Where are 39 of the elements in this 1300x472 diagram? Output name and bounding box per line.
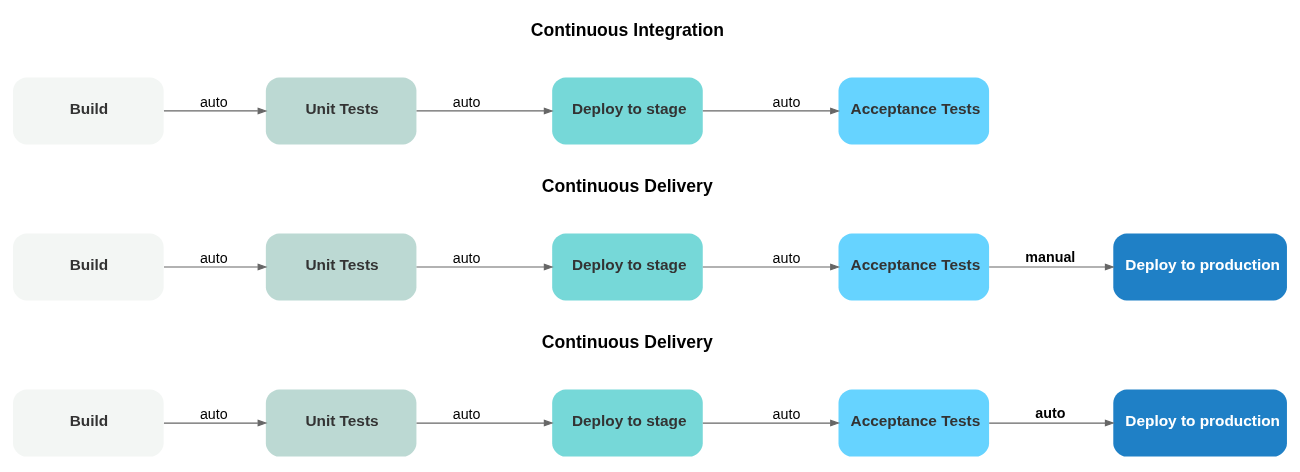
node-box: Build bbox=[13, 76, 164, 144]
node-box: Build bbox=[13, 389, 164, 457]
node-box: Unit Tests bbox=[265, 389, 417, 457]
edge-label: auto bbox=[1035, 404, 1066, 421]
arrow bbox=[163, 106, 268, 114]
arrow bbox=[163, 419, 268, 427]
node-box: Deploy to production bbox=[1113, 389, 1287, 457]
arrow bbox=[988, 419, 1115, 427]
arrow bbox=[415, 106, 554, 114]
node-box: Deploy to stage bbox=[552, 76, 703, 144]
arrow bbox=[702, 419, 841, 427]
edge-label: auto bbox=[452, 93, 481, 110]
node-box: Deploy to stage bbox=[552, 389, 703, 457]
label: Continuous Delivery bbox=[541, 175, 713, 196]
node-box: Build bbox=[13, 233, 164, 301]
edge-label: auto bbox=[452, 405, 481, 422]
node-box: Acceptance Tests bbox=[838, 76, 990, 144]
node-box: Acceptance Tests bbox=[838, 233, 990, 301]
edge-label: auto bbox=[199, 405, 228, 422]
edge-label: auto bbox=[199, 93, 228, 110]
edge-label: auto bbox=[772, 93, 801, 110]
edge-label: auto bbox=[772, 249, 801, 266]
label: Continuous Integration bbox=[530, 19, 725, 40]
arrow bbox=[415, 419, 554, 427]
edge-label: auto bbox=[452, 249, 481, 266]
node-box: Unit Tests bbox=[265, 76, 417, 144]
arrow bbox=[415, 263, 554, 270]
edge-label: auto bbox=[772, 405, 801, 422]
edge-label: auto bbox=[199, 249, 228, 266]
node-box: Acceptance Tests bbox=[838, 389, 990, 457]
label: Continuous Delivery bbox=[541, 331, 713, 352]
arrow bbox=[702, 106, 841, 114]
edge-label: manual bbox=[1025, 248, 1076, 265]
arrow bbox=[163, 263, 268, 270]
node-box: Deploy to stage bbox=[552, 233, 703, 301]
node-box: Unit Tests bbox=[265, 233, 417, 301]
arrow bbox=[702, 263, 841, 270]
arrow bbox=[988, 263, 1115, 270]
node-box: Deploy to production bbox=[1113, 233, 1287, 301]
